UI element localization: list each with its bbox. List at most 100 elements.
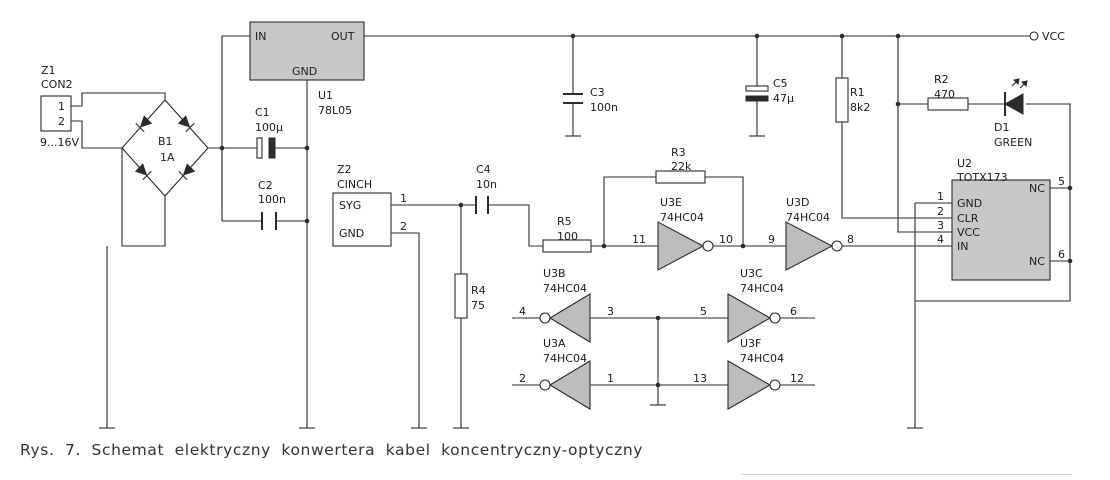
u3a-in-pin: 1 xyxy=(607,372,614,385)
u3b-out-pin: 4 xyxy=(519,305,526,318)
r2-value: 470 xyxy=(934,88,955,101)
inverter-u3b: U3B 74HC04 4 3 xyxy=(519,267,614,343)
u2-pin6: 6 xyxy=(1058,248,1065,261)
u3a-value: 74HC04 xyxy=(543,352,587,365)
u3d-value: 74HC04 xyxy=(786,211,830,224)
u1-in-pin: IN xyxy=(255,30,266,43)
u2-pin4: 4 xyxy=(937,233,944,246)
vcc-terminal: VCC xyxy=(1029,30,1065,43)
r3-value: 22k xyxy=(671,160,692,173)
u3e-value: 74HC04 xyxy=(660,211,704,224)
connector-z1: Z1 CON2 1 2 9...16V xyxy=(40,64,79,149)
u3d-out-pin: 8 xyxy=(847,233,854,246)
z2-syg-pin: SYG xyxy=(339,199,361,212)
wires xyxy=(71,35,1071,428)
z1-voltage: 9...16V xyxy=(40,136,79,149)
u3c-out-pin: 6 xyxy=(790,305,797,318)
c5-ref: C5 xyxy=(773,77,788,90)
resistor-r4: R4 75 xyxy=(454,273,486,319)
r5-ref: R5 xyxy=(557,215,572,228)
regulator-u1: IN OUT GND U1 78L05 xyxy=(249,21,365,117)
r4-ref: R4 xyxy=(471,284,486,297)
u1-gnd-pin: GND xyxy=(292,65,317,78)
u3a-ref: U3A xyxy=(543,337,566,350)
c1-value: 100µ xyxy=(255,121,283,134)
c3-value: 100n xyxy=(590,101,618,114)
d1-ref: D1 xyxy=(994,121,1009,134)
divider-line xyxy=(742,474,1072,475)
u2-pin1: 1 xyxy=(937,190,944,203)
u3c-value: 74HC04 xyxy=(740,282,784,295)
u3b-ref: U3B xyxy=(543,267,566,280)
u3a-out-pin: 2 xyxy=(519,372,526,385)
z2-gnd-pin: GND xyxy=(339,227,364,240)
u3e-in-pin: 11 xyxy=(632,233,646,246)
z1-pin2: 2 xyxy=(58,115,65,128)
c4-value: 10n xyxy=(476,178,497,191)
r5-value: 100 xyxy=(557,230,578,243)
u3d-in-pin: 9 xyxy=(768,233,775,246)
r3-ref: R3 xyxy=(671,146,686,159)
u2-ref: U2 xyxy=(957,157,972,170)
u2-vcc-pin: VCC xyxy=(957,226,980,239)
d1-value: GREEN xyxy=(994,136,1032,149)
u1-ref: U1 xyxy=(318,89,333,102)
u2-pin2: 2 xyxy=(937,205,944,218)
r4-value: 75 xyxy=(471,299,485,312)
c4-ref: C4 xyxy=(476,163,491,176)
u1-value: 78L05 xyxy=(318,104,352,117)
inverter-u3f: U3F 74HC04 13 12 xyxy=(693,337,804,410)
inverter-u3d: U3D 74HC04 9 8 xyxy=(768,196,854,271)
z2-pin2: 2 xyxy=(400,220,407,233)
u3f-out-pin: 12 xyxy=(790,372,804,385)
u3d-ref: U3D xyxy=(786,196,810,209)
c3-ref: C3 xyxy=(590,86,605,99)
b1-value: 1A xyxy=(160,151,175,164)
bridge-rectifier-b1: B1 1A xyxy=(121,99,209,197)
c2-value: 100n xyxy=(258,193,286,206)
b1-ref: B1 xyxy=(158,135,173,148)
capacitor-c4: C4 10n xyxy=(475,163,497,214)
inverter-u3a: U3A 74HC04 2 1 xyxy=(519,337,614,410)
inverter-u3c: U3C 74HC04 5 6 xyxy=(700,267,797,343)
optical-transmitter-u2: U2 TOTX173 GND CLR VCC IN NC NC 1 2 3 4 … xyxy=(937,157,1065,281)
u2-nc1-pin: NC xyxy=(1029,182,1045,195)
u2-value: TOTX173 xyxy=(956,171,1008,184)
u1-out-pin: OUT xyxy=(331,30,355,43)
u3f-in-pin: 13 xyxy=(693,372,707,385)
u2-pin5: 5 xyxy=(1058,175,1065,188)
u2-nc2-pin: NC xyxy=(1029,255,1045,268)
r1-value: 8k2 xyxy=(850,101,870,114)
figure-caption: Rys. 7. Schemat elektryczny konwertera k… xyxy=(20,441,644,459)
ground-symbols xyxy=(99,135,923,429)
u3b-in-pin: 3 xyxy=(607,305,614,318)
z2-ref: Z2 xyxy=(337,163,352,176)
u3e-out-pin: 10 xyxy=(719,233,733,246)
u3c-in-pin: 5 xyxy=(700,305,707,318)
u3f-ref: U3F xyxy=(740,337,761,350)
z2-pin1: 1 xyxy=(400,192,407,205)
z1-ref: Z1 xyxy=(41,64,56,77)
u2-pin3: 3 xyxy=(937,219,944,232)
u3c-ref: U3C xyxy=(740,267,763,280)
led-d1: D1 GREEN xyxy=(994,78,1032,149)
u3b-value: 74HC04 xyxy=(543,282,587,295)
z1-pin1: 1 xyxy=(58,100,65,113)
u3e-ref: U3E xyxy=(660,196,682,209)
connector-z2: Z2 CINCH SYG GND 1 2 xyxy=(332,163,407,247)
capacitor-c2: C2 100n xyxy=(258,179,286,230)
c2-ref: C2 xyxy=(258,179,273,192)
capacitor-c3: C3 100n xyxy=(563,86,618,114)
c5-value: 47µ xyxy=(773,92,794,105)
resistor-r2: R2 470 xyxy=(927,73,969,111)
u2-gnd-pin: GND xyxy=(957,197,982,210)
capacitor-c1: C1 100µ xyxy=(255,106,283,159)
r2-ref: R2 xyxy=(934,73,949,86)
z2-value: CINCH xyxy=(337,178,372,191)
resistor-r1: R1 8k2 xyxy=(835,77,870,123)
vcc-label: VCC xyxy=(1042,30,1065,43)
resistor-r5: R5 100 xyxy=(542,215,592,253)
r1-ref: R1 xyxy=(850,86,865,99)
